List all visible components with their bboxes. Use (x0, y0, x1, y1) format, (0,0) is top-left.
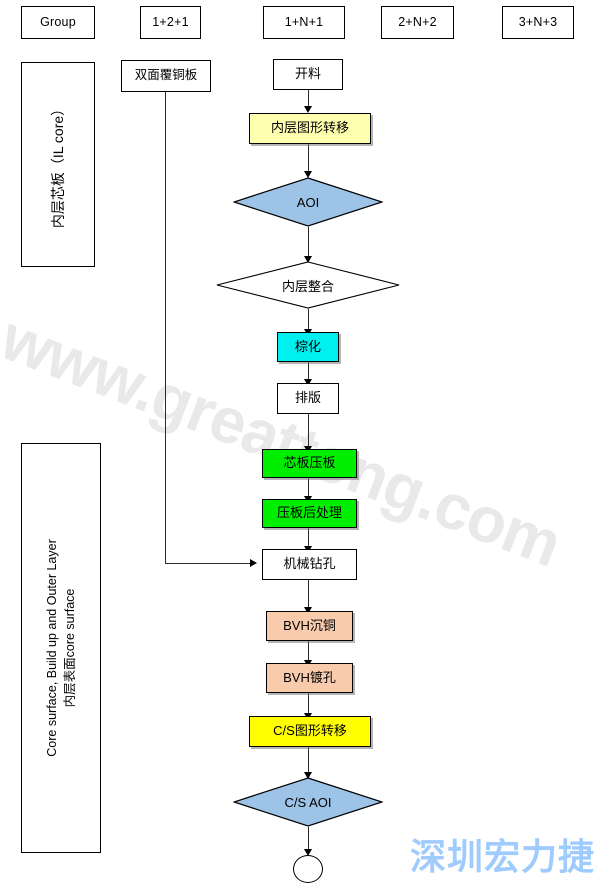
cs-aoi-diamond-shape (233, 777, 383, 827)
node-double-sided-clad: 双面覆铜板 (121, 60, 211, 92)
arrow-to-inner-image (303, 106, 312, 113)
connector-inner-lam-to-brown (307, 309, 309, 331)
arrow-to-inner-lam (303, 256, 312, 263)
node-kailiao: 开料 (273, 59, 343, 90)
connector-bvh-plate-to-cs-image (307, 693, 309, 715)
header-box-3-n-3: 3+N+3 (502, 6, 574, 39)
node-layup: 排版 (277, 383, 339, 414)
connector-kailiao-to-inner-image (307, 90, 309, 107)
arrow-into-mech-drill-left (250, 559, 257, 567)
node-cs-image-transfer: C/S图形转移 (249, 716, 371, 747)
band-core-surface-text: Core surface, Build up and Outer Layer 内… (43, 539, 79, 756)
arrow-to-cs-aoi (303, 772, 312, 779)
connector-clad-vertical (165, 92, 167, 564)
arrow-to-end-terminator (303, 849, 312, 856)
arrow-to-bvh-copper (303, 607, 312, 614)
node-end-terminator (293, 855, 323, 883)
node-core-pressing: 芯板压板 (262, 449, 357, 478)
node-aoi: AOI (233, 177, 383, 227)
band-core-surface-line2: 内层表面core surface (63, 588, 77, 708)
node-bvh-hole-plating: BVH镀孔 (266, 663, 353, 693)
band-core-surface-buildup: Core surface, Build up and Outer Layer 内… (21, 443, 101, 853)
arrow-to-layup (303, 379, 312, 386)
connector-cs-aoi-to-end (307, 827, 309, 851)
band-core-surface-line1: Core surface, Build up and Outer Layer (44, 539, 59, 757)
connector-drill-to-bvh-copper (307, 580, 309, 609)
connector-inner-image-to-aoi (307, 144, 309, 172)
header-box-1-n-1: 1+N+1 (263, 6, 345, 39)
arrow-to-aoi (303, 171, 312, 178)
node-mechanical-drilling: 机械钻孔 (262, 549, 357, 580)
connector-post-press-to-drill (307, 528, 309, 548)
node-post-press-treatment: 压板后处理 (262, 499, 357, 528)
inner-lam-diamond-shape (216, 261, 400, 309)
connector-clad-horizontal (165, 563, 250, 565)
connector-brown-to-layup (307, 362, 309, 381)
node-inner-layer-image-transfer: 内层图形转移 (249, 113, 371, 144)
node-aoi-label: AOI (296, 194, 320, 210)
node-cs-aoi: C/S AOI (233, 777, 383, 827)
connector-layup-to-core-press (307, 414, 309, 448)
node-inner-layer-integration-label: 内层整合 (281, 278, 334, 294)
node-brown-oxidation: 棕化 (277, 332, 339, 362)
node-bvh-copper-deposition: BVH沉铜 (266, 611, 353, 641)
node-inner-layer-integration: 内层整合 (216, 261, 400, 309)
connector-bvh-copper-to-bvh-plate (307, 641, 309, 662)
node-cs-aoi-label: C/S AOI (284, 794, 332, 810)
band-inner-layer-core-label: 内层芯板（IL core） (50, 101, 66, 228)
aoi-diamond-shape (233, 177, 383, 227)
connector-core-press-to-post-press (307, 478, 309, 498)
header-box-2-n-2: 2+N+2 (381, 6, 454, 39)
header-box-1-2-1: 1+2+1 (140, 6, 201, 39)
header-box-group: Group (21, 6, 95, 39)
band-inner-layer-core: 内层芯板（IL core） (21, 62, 95, 267)
brand-watermark: 深圳宏力捷 (410, 836, 596, 877)
connector-cs-image-to-cs-aoi (307, 747, 309, 774)
connector-aoi-to-inner-lam (307, 227, 309, 257)
